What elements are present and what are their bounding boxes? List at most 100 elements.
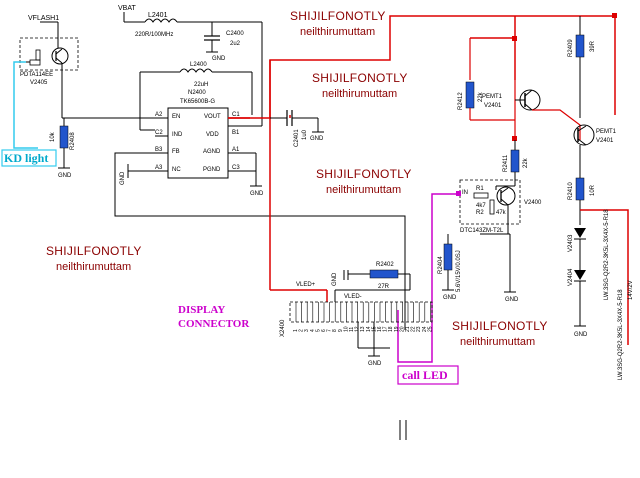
dtc-transistor-block: IN R1 4k7 R2 47k V2400 DTC143ZM-T2L GND … — [438, 179, 542, 303]
svg-text:neilthirumuttam: neilthirumuttam — [460, 336, 535, 348]
x2400-pin-number: 1 — [293, 329, 299, 332]
svg-text:SHIJILFONOTLY: SHIJILFONOTLY — [290, 9, 386, 23]
svg-text:VBAT: VBAT — [118, 5, 136, 12]
svg-text:N2400: N2400 — [188, 90, 206, 96]
svg-text:C2: C2 — [155, 130, 163, 136]
svg-text:39R: 39R — [590, 40, 596, 52]
x2400-pin-number: 16 — [377, 326, 383, 332]
x2400-pin-number: 13 — [360, 326, 366, 332]
svg-text:GND: GND — [250, 191, 264, 197]
x2400-pin-number: 3 — [304, 329, 310, 332]
svg-text:R2: R2 — [476, 210, 484, 216]
svg-text:4k7: 4k7 — [476, 203, 486, 209]
svg-text:neilthirumuttam: neilthirumuttam — [322, 88, 397, 100]
svg-text:GND: GND — [574, 332, 588, 338]
svg-text:X2400: X2400 — [280, 319, 286, 337]
svg-text:VFLASH1: VFLASH1 — [28, 15, 59, 22]
svg-text:VLED+: VLED+ — [296, 282, 316, 288]
svg-text:GND: GND — [120, 171, 126, 185]
watermark-5: SHIJILFONOTLY neilthirumuttam — [452, 319, 548, 348]
svg-text:14V/2V: 14V/2V — [628, 280, 634, 300]
svg-text:DTC143ZM-T2L: DTC143ZM-T2L — [460, 228, 504, 234]
svg-text:L2400: L2400 — [190, 62, 207, 68]
svg-text:neilthirumuttam: neilthirumuttam — [300, 26, 375, 38]
svg-text:LW.3SG-Q2R2-3K5L-3X4X-5-R18: LW.3SG-Q2R2-3K5L-3X4X-5-R18 — [618, 289, 624, 380]
svg-text:PGND: PGND — [203, 167, 221, 173]
pemt1-upper-block: R2412 22k PEMT1 V2401 R2411 22k — [458, 38, 581, 187]
svg-text:GND: GND — [368, 361, 382, 367]
kd-light-label: KD light — [4, 151, 48, 165]
svg-text:VOUT: VOUT — [204, 114, 221, 120]
svg-text:C2400: C2400 — [226, 31, 244, 37]
svg-text:R2408: R2408 — [70, 132, 76, 150]
svg-text:neilthirumuttam: neilthirumuttam — [56, 261, 131, 273]
svg-text:IN: IN — [462, 190, 468, 196]
svg-text:TK65600B-G: TK65600B-G — [180, 99, 215, 105]
svg-text:2u2: 2u2 — [230, 41, 241, 47]
svg-text:SHIJILFONOTLY: SHIJILFONOTLY — [312, 71, 408, 85]
x2400-pin-number: 9 — [338, 329, 344, 332]
svg-text:SHIJILFONOTLY: SHIJILFONOTLY — [452, 319, 548, 333]
x2400-pin-number: 6 — [321, 329, 327, 332]
x2400-pin-number: 23 — [416, 326, 422, 332]
x2400-pin-number: 7 — [327, 329, 333, 332]
x2400-pin-number: 4 — [310, 329, 316, 332]
svg-text:A3: A3 — [155, 165, 163, 171]
x2400-pin-number: 2 — [299, 329, 305, 332]
svg-text:220R/100MHz: 220R/100MHz — [135, 32, 173, 38]
vbat-input-block: VBAT L2401 220R/100MHz C2400 2u2 GND — [118, 5, 263, 127]
svg-text:47k: 47k — [496, 210, 507, 216]
svg-text:IND: IND — [172, 132, 183, 138]
svg-text:10R: 10R — [590, 184, 596, 196]
n2400-ic: N2400 TK65600B-G A2 EN C2 IND B3 FB A3 N… — [114, 90, 406, 330]
x2400-pin-number: 20 — [399, 326, 405, 332]
svg-text:SHIJILFONOTLY: SHIJILFONOTLY — [46, 244, 142, 258]
svg-text:R2411: R2411 — [503, 154, 509, 172]
svg-text:1u0: 1u0 — [302, 129, 308, 140]
vled-plus-net: VLED+ — [228, 13, 617, 302]
c2401-capacitor: GND C2401 1u0 — [270, 110, 324, 147]
display-label-2: CONNECTOR — [178, 318, 250, 330]
svg-text:AGND: AGND — [203, 149, 221, 155]
svg-text:GND: GND — [332, 272, 338, 286]
svg-text:GND: GND — [505, 297, 519, 303]
svg-text:22uH: 22uH — [194, 82, 208, 88]
pdta-transistor-block: VFLASH1 PDTA114EE V2405 10k R2408 GND KD… — [1, 15, 155, 179]
svg-text:22k: 22k — [523, 157, 529, 168]
svg-text:GND: GND — [58, 173, 72, 179]
svg-text:R2410: R2410 — [568, 182, 574, 200]
svg-text:R2412: R2412 — [458, 92, 464, 110]
l2400-inductor: L2400 22uH — [139, 62, 253, 131]
call-led-label: call LED — [402, 368, 448, 382]
svg-text:B1: B1 — [232, 130, 240, 136]
x2400-pin-number: 18 — [388, 326, 394, 332]
svg-text:V2403: V2403 — [568, 234, 574, 252]
svg-text:V2400: V2400 — [524, 200, 542, 206]
r2402-resistor: R2402 GND 27R VLED- — [332, 262, 411, 302]
svg-text:neilthirumuttam: neilthirumuttam — [326, 184, 401, 196]
x2400-pin-number: 14 — [366, 326, 372, 332]
x2400-pin-number: 21 — [405, 326, 411, 332]
svg-text:R1: R1 — [476, 186, 484, 192]
svg-text:A1: A1 — [232, 147, 240, 153]
x2400-pin-number: 24 — [422, 326, 428, 332]
watermark-2: SHIJILFONOTLY neilthirumuttam — [312, 71, 408, 100]
svg-text:GND: GND — [310, 136, 324, 142]
svg-text:FB: FB — [172, 149, 180, 155]
svg-text:B3: B3 — [155, 147, 163, 153]
svg-text:R2402: R2402 — [376, 262, 394, 268]
display-label-1: DISPLAY — [178, 304, 225, 316]
svg-text:10k: 10k — [50, 131, 56, 142]
svg-text:22k: 22k — [478, 91, 484, 102]
svg-text:LW.3SG-Q2R2-3K5L-3X4X-5-R18: LW.3SG-Q2R2-3K5L-3X4X-5-R18 — [604, 209, 610, 300]
svg-text:L2401: L2401 — [148, 12, 168, 19]
x2400-pin-number: 11 — [349, 327, 355, 332]
svg-text:5.6V/15V/0.0SJ: 5.6V/15V/0.0SJ — [456, 250, 462, 292]
x2400-pin-number: 19 — [394, 326, 400, 332]
svg-text:PEMT1: PEMT1 — [596, 129, 617, 135]
x2400-pin-number: 10 — [343, 326, 349, 332]
svg-text:VDD: VDD — [206, 132, 219, 138]
svg-text:V2405: V2405 — [30, 80, 48, 86]
